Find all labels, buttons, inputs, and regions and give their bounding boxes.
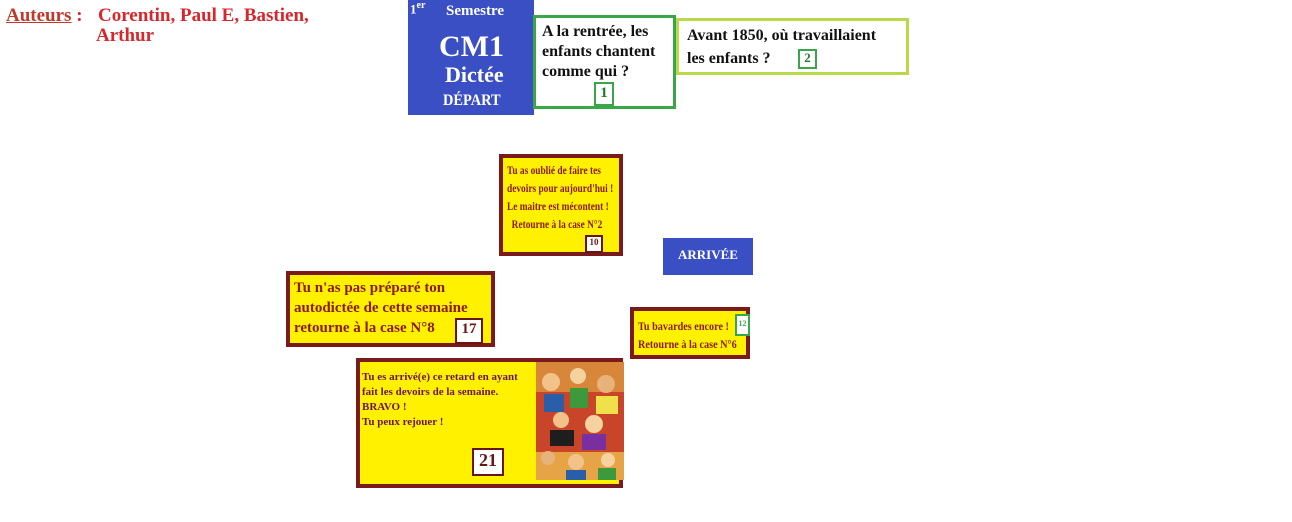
case-10-number: 10 bbox=[585, 235, 603, 253]
case-10-line3: Le maitre est mécontent ! bbox=[507, 199, 609, 213]
subject-label: Dictée bbox=[445, 62, 504, 87]
case-12-line1: Tu bavardes encore ! bbox=[638, 319, 729, 333]
case-21[interactable]: Tu es arrivé(e) ce retard en ayant fait … bbox=[356, 358, 624, 488]
case-1[interactable]: A la rentrée, les enfants chantent comme… bbox=[533, 15, 676, 109]
case-17-line3: retourne à la case N°8 bbox=[294, 320, 435, 336]
authors-label: Auteurs bbox=[6, 5, 72, 26]
arrivee-card[interactable]: ARRIVÉE bbox=[663, 238, 753, 275]
case-10-line4: Retourne à la case N°2 bbox=[511, 217, 603, 231]
semester-label: Semestre bbox=[446, 3, 505, 19]
case-17-number: 17 bbox=[455, 318, 483, 344]
case-12-line2: Retourne à la case N°6 bbox=[638, 337, 737, 351]
case-10[interactable]: Tu as oublié de faire tes devoirs pour a… bbox=[499, 154, 623, 256]
case-2[interactable]: Avant 1850, où travaillaient les enfants… bbox=[676, 18, 909, 75]
case-21-line3: BRAVO ! bbox=[362, 401, 407, 413]
depart-card[interactable]: 1er Semestre CM1 Dictée DÉPART bbox=[408, 0, 534, 115]
case-12[interactable]: Tu bavardes encore ! Retourne à la case … bbox=[630, 307, 750, 359]
semester-ordinal: 1er bbox=[410, 0, 426, 17]
level-label: CM1 bbox=[439, 30, 504, 63]
case-21-line4: Tu peux rejouer ! bbox=[362, 416, 444, 428]
case-12-number: 12 bbox=[735, 314, 750, 336]
case-17-line2: autodictée de cette semaine bbox=[294, 300, 468, 316]
crowd-illustration bbox=[536, 362, 624, 480]
case-10-line1: Tu as oublié de faire tes bbox=[507, 163, 601, 177]
case-1-question: A la rentrée, les enfants chantent comme… bbox=[542, 23, 656, 80]
case-2-question-line2: les enfants ? bbox=[687, 50, 771, 67]
case-2-question-line1: Avant 1850, où travaillaient bbox=[687, 27, 877, 44]
authors-separator: : bbox=[76, 5, 83, 26]
case-17-line1: Tu n'as pas préparé ton bbox=[294, 280, 446, 296]
authors-names-line2: Arthur bbox=[96, 25, 155, 46]
case-21-number: 21 bbox=[472, 448, 504, 476]
start-label: DÉPART bbox=[443, 92, 501, 109]
case-1-number: 1 bbox=[594, 82, 614, 106]
case-21-line1: Tu es arrivé(e) ce retard en ayant bbox=[362, 371, 518, 383]
authors-credit: Auteurs : Corentin, Paul E, Bastien, Art… bbox=[6, 5, 366, 46]
authors-names-line1: Corentin, Paul E, Bastien, bbox=[98, 5, 309, 26]
case-10-line2: devoirs pour aujourd'hui ! bbox=[507, 181, 614, 195]
case-21-line2: fait les devoirs de la semaine. bbox=[362, 386, 499, 398]
case-17[interactable]: Tu n'as pas préparé ton autodictée de ce… bbox=[286, 271, 495, 347]
case-2-number: 2 bbox=[798, 49, 817, 69]
